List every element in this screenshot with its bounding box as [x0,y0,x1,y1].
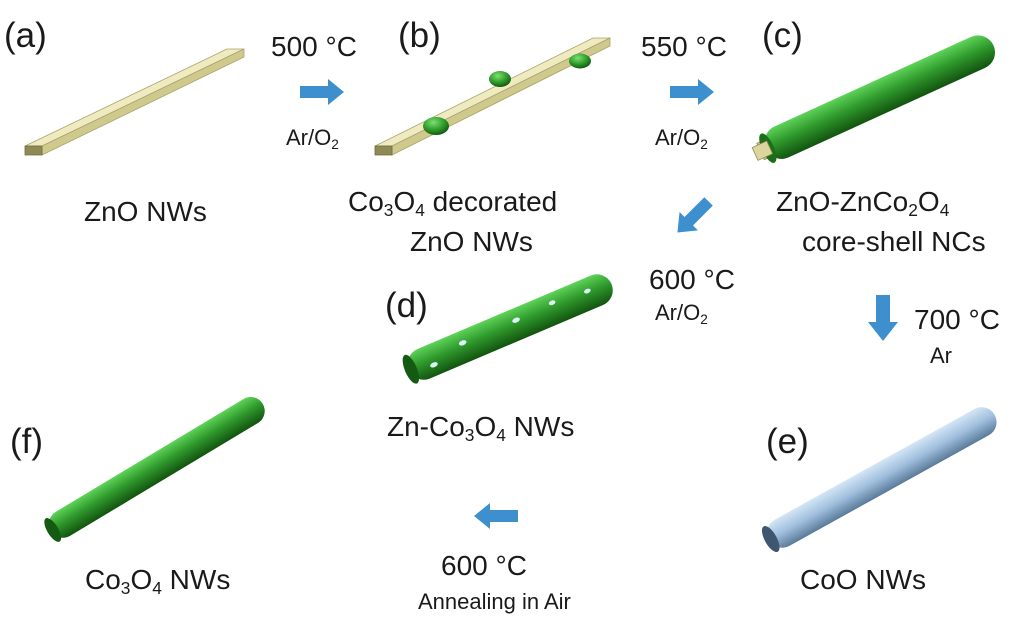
pore [458,340,467,346]
step-bc-temperature: 550 °C [641,31,727,62]
pore [548,300,556,306]
caption-a: ZnO NWs [84,196,207,227]
caption-b-line2: ZnO NWs [410,226,533,257]
pore [583,288,591,294]
arrow-right-icon [670,79,714,105]
panel-label-b: (b) [398,16,441,55]
zno-nanowire-a [24,48,245,156]
arrow-down-left-icon [677,197,713,233]
step-ce-atmosphere: Ar [930,343,952,368]
step-ce-temperature: 700 °C [914,304,1000,335]
caption-c-line2: core-shell NCs [802,226,986,257]
core-shell-nanowire-c [751,35,996,163]
arrow-down-icon [868,295,898,341]
step-cd-temperature: 600 °C [649,264,735,295]
step-bc-atmosphere: Ar/O2 [655,125,708,152]
caption-d: Zn-Co3O4 NWs [387,411,575,445]
panel-label-d: (d) [385,286,428,325]
arrow-right-icon [300,79,344,105]
co3o4-nanowire-f [44,396,265,542]
pore [512,317,520,323]
step-ef-temperature: 600 °C [441,550,527,581]
panel-label-a: (a) [4,16,47,55]
step-ef-atmosphere: Annealing in Air [418,589,571,614]
co3o4-particle [489,71,511,87]
step-ab-temperature: 500 °C [271,31,357,62]
panel-label-e: (e) [766,422,809,461]
step-cd-atmosphere: Ar/O2 [655,300,708,327]
porous-nanowire-d [402,274,613,384]
panel-label-f: (f) [10,422,44,461]
co3o4-particle [569,53,591,69]
decorated-nanowire-b [374,37,611,156]
panel-label-c: (c) [762,16,803,55]
coo-nanowire-e [761,407,997,553]
caption-c-line1: ZnO-ZnCo2O4 [776,186,950,220]
step-ab-atmosphere: Ar/O2 [286,125,339,152]
caption-b-line1: Co3O4 decorated [348,186,558,220]
pore [430,362,438,368]
co3o4-particle [423,117,449,135]
arrow-left-icon [474,503,518,529]
caption-f: Co3O4 NWs [85,564,231,598]
caption-e: CoO NWs [800,564,926,595]
